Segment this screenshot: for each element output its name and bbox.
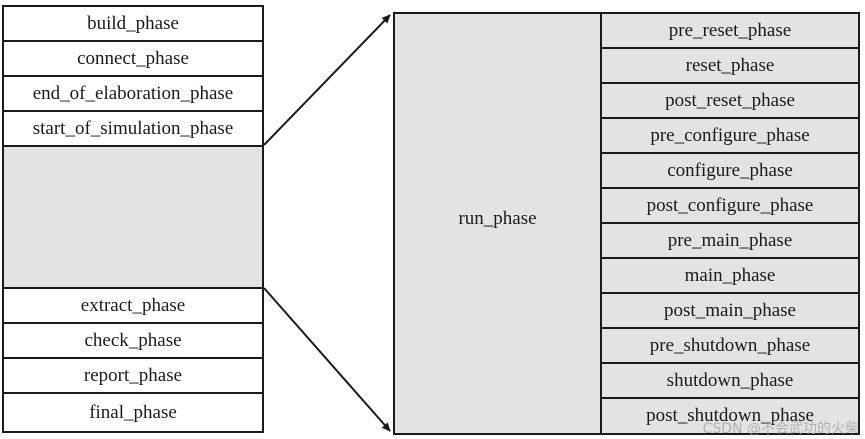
expansion-arrow-bottom	[263, 287, 391, 432]
phase-start-of-simulation: start_of_simulation_phase	[4, 112, 262, 147]
phase-column: build_phase connect_phase end_of_elabora…	[2, 5, 264, 433]
sub-phase-pre-main: pre_main_phase	[602, 224, 858, 259]
run-phase-block: run_phase	[393, 12, 602, 435]
phase-build: build_phase	[4, 7, 262, 42]
sub-phase-post-main: post_main_phase	[602, 294, 858, 329]
sub-phase-post-configure: post_configure_phase	[602, 189, 858, 224]
run-sub-phase-column: pre_reset_phase reset_phase post_reset_p…	[600, 12, 860, 435]
run-phase-label: run_phase	[458, 207, 537, 229]
phase-final: final_phase	[89, 401, 177, 423]
sub-phase-post-shutdown: post_shutdown_phase	[602, 399, 858, 433]
sub-phase-pre-configure: pre_configure_phase	[602, 119, 858, 154]
phase-report: report_phase	[4, 359, 262, 394]
sub-phase-reset: reset_phase	[602, 49, 858, 84]
phase-end-of-elaboration: end_of_elaboration_phase	[4, 77, 262, 112]
phase-check: check_phase	[4, 324, 262, 359]
sub-phase-pre-reset: pre_reset_phase	[602, 14, 858, 49]
run-phase-placeholder	[4, 147, 262, 289]
sub-phase-post-reset: post_reset_phase	[602, 84, 858, 119]
phase-connect: connect_phase	[4, 42, 262, 77]
watermark: CSDN @不会武功的火柴	[702, 421, 859, 437]
sub-phase-configure: configure_phase	[602, 154, 858, 189]
expansion-arrow-top	[263, 14, 391, 146]
phase-extract: extract_phase	[4, 289, 262, 324]
sub-phase-shutdown: shutdown_phase	[602, 364, 858, 399]
sub-phase-main: main_phase	[602, 259, 858, 294]
sub-phase-pre-shutdown: pre_shutdown_phase	[602, 329, 858, 364]
